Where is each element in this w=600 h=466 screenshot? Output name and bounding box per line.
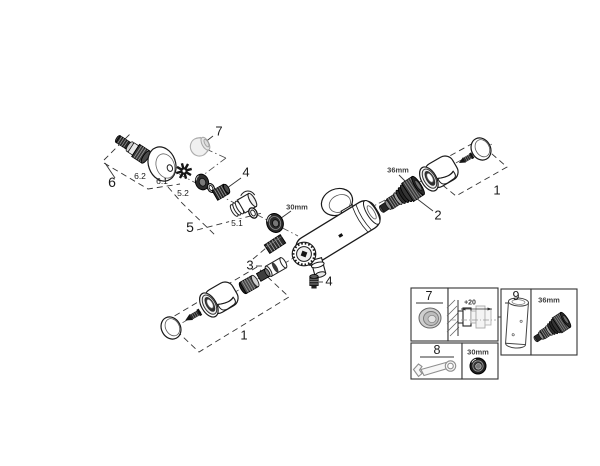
callout-1-left: 1 bbox=[238, 327, 250, 343]
temp-spindle bbox=[291, 241, 317, 267]
part-7-cap-ghost bbox=[189, 136, 211, 157]
main-body bbox=[295, 199, 381, 266]
part-4-plug-screw bbox=[309, 274, 319, 289]
inset-nut-30mm bbox=[469, 357, 487, 375]
part-6-2-screw-coupling bbox=[114, 135, 151, 164]
callout-6-1: 6.1 bbox=[156, 175, 168, 186]
nut-30mm bbox=[266, 213, 284, 233]
callout-7: 7 bbox=[215, 123, 223, 139]
callout-2: 2 bbox=[434, 207, 442, 223]
part-2-cartridge bbox=[374, 174, 427, 220]
inset-wrench bbox=[412, 360, 457, 378]
shower-outlet bbox=[310, 257, 327, 278]
o-ring-large bbox=[248, 207, 258, 219]
lamella-sleeve bbox=[263, 234, 287, 254]
callout-4-bottom: 4 bbox=[325, 273, 333, 289]
callout-1-right: 1 bbox=[491, 182, 503, 198]
dimension-30mm: 30mm bbox=[286, 202, 308, 212]
inset-extension-cylinder bbox=[505, 297, 529, 349]
inset-label-8: 8 bbox=[433, 342, 441, 357]
callout-5: 5 bbox=[186, 219, 194, 235]
part-1-left-screw bbox=[182, 308, 203, 325]
callout-3: 3 bbox=[246, 257, 254, 273]
inset-dimension-plus20: +20 bbox=[464, 299, 476, 307]
callout-4-top: 4 bbox=[242, 164, 250, 180]
check-valve-small bbox=[255, 268, 271, 282]
callout-5-2: 5.2 bbox=[177, 187, 189, 198]
part-1-left-handle bbox=[195, 277, 243, 321]
leader-lines bbox=[104, 135, 434, 283]
callout-6-2: 6.2 bbox=[134, 170, 146, 181]
part-6-1-escutcheon bbox=[147, 146, 177, 182]
part-4-threaded-bushing bbox=[211, 183, 231, 201]
callout-5-1: 5.1 bbox=[229, 217, 245, 228]
inset-label-7: 7 bbox=[425, 288, 433, 303]
dimension-36mm: 36mm bbox=[387, 165, 409, 175]
inset-plug bbox=[418, 307, 442, 329]
inset-label-9: 9 bbox=[512, 288, 520, 303]
callout-6: 6 bbox=[108, 174, 116, 190]
star-washer bbox=[175, 162, 193, 180]
inset-dimension-30mm: 30mm bbox=[467, 347, 489, 357]
part-5-2-flange-ring bbox=[194, 173, 210, 191]
adapter-nut bbox=[238, 274, 260, 295]
part-1-right-cap bbox=[466, 133, 496, 165]
part-1-left-cap bbox=[156, 312, 186, 344]
part-1-right-screw bbox=[456, 151, 475, 167]
inset-dimension-36mm: 36mm bbox=[538, 295, 560, 305]
inset-extension-diagram bbox=[446, 299, 496, 337]
